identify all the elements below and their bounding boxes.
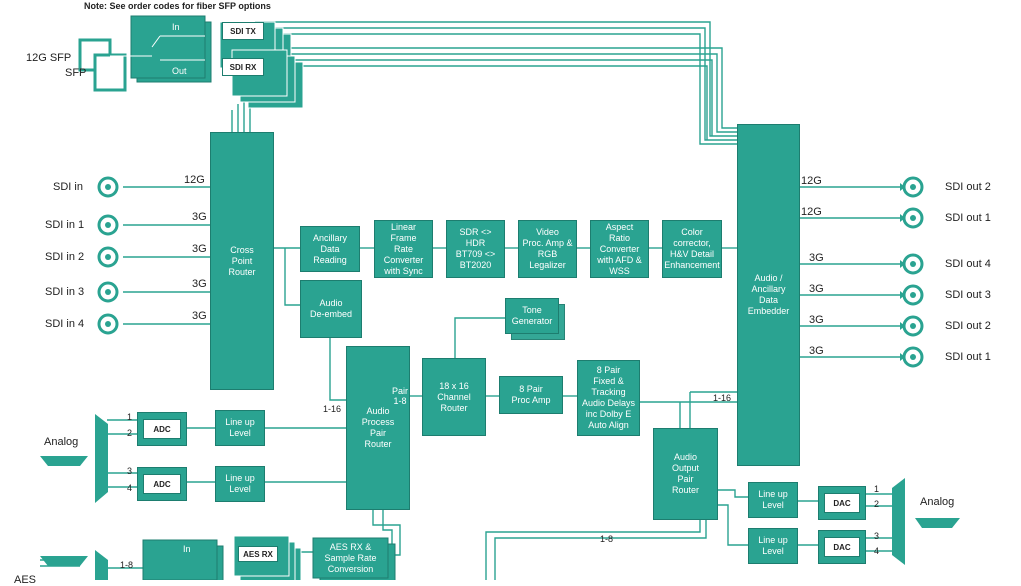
output-rate: 12G	[801, 175, 822, 187]
input-label: SDI in 4	[45, 318, 85, 330]
line-up-level-in-1: Line up Level	[215, 410, 265, 446]
range-label: 1-8	[600, 534, 614, 544]
input-rate: 12G	[184, 174, 205, 186]
output-rate: 3G	[809, 345, 824, 357]
pair-proc-amp: 8 Pair Proc Amp	[499, 376, 563, 414]
line-up-level-out-1: Line up Level	[748, 482, 798, 518]
pair-label: Pair 1-8	[392, 386, 409, 406]
range-label: 1-16	[713, 393, 732, 403]
adc-block-2: ADC	[137, 467, 187, 501]
aes-rx-receiver: AES RX	[238, 546, 278, 562]
aes-rx-src: AES RX & Sample Rate Conversion	[324, 541, 377, 574]
aes-label: AES	[14, 574, 37, 586]
aspect-ratio-converter: Aspect Ratio Converter with AFD & WSS	[590, 220, 649, 278]
hdr-converter: SDR <> HDR BT709 <> BT2020	[446, 220, 505, 278]
switch-in-label: In	[172, 22, 180, 32]
input-label: SDI in 2	[45, 251, 85, 263]
channel-label: 4	[874, 546, 880, 556]
range-label: 1-8	[120, 560, 134, 570]
audio-output-pair-router: Audio Output Pair Router	[653, 428, 718, 520]
channel-label: 3	[127, 466, 133, 476]
channel-label: 3	[874, 531, 880, 541]
sfp-label: 12G SFP	[26, 52, 72, 64]
line-up-level-out-2: Line up Level	[748, 528, 798, 564]
audio-process-pair-router: Audio Process Pair Router	[346, 346, 410, 510]
video-proc-amp: Video Proc. Amp & RGB Legalizer	[518, 220, 577, 278]
input-label: SDI in	[53, 181, 83, 193]
aes-switch-in-label: In	[183, 544, 191, 554]
tone-generator: Tone Generator	[505, 298, 559, 334]
sdi-rx-receiver: SDI RX	[222, 58, 264, 76]
channel-label: 1	[874, 484, 880, 494]
ancillary-data-reading: Ancillary Data Reading	[300, 226, 360, 272]
adc-block-1: ADC	[137, 412, 187, 446]
input-rate: 3G	[192, 310, 207, 322]
sdi-tx-driver: SDI TX	[222, 22, 264, 40]
cross-point-router: Cross Point Router	[210, 132, 274, 390]
output-label: SDI out 2	[945, 320, 991, 332]
switch-out-label: Out	[172, 66, 187, 76]
analog-in-label: Analog	[44, 436, 79, 448]
output-label: SDI out 3	[945, 289, 991, 301]
output-label: SDI out 1	[945, 351, 991, 363]
color-corrector: Color corrector, H&V Detail Enhancement	[662, 220, 722, 278]
output-label: SDI out 4	[945, 258, 991, 270]
channel-label: 1	[127, 412, 133, 422]
output-rate: 3G	[809, 314, 824, 326]
input-label: SDI in 1	[45, 219, 85, 231]
range-label: 1-16	[323, 404, 342, 414]
dac-block-1: DAC	[818, 486, 866, 520]
frame-rate-converter: Linear Frame Rate Converter with Sync	[374, 220, 433, 278]
channel-label: 2	[127, 428, 133, 438]
input-label: SDI in 3	[45, 286, 85, 298]
input-rate: 3G	[192, 211, 207, 223]
output-label: SDI out 2	[945, 181, 991, 193]
output-rate: 3G	[809, 252, 824, 264]
audio-ancillary-embedder: Audio / Ancillary Data Embedder	[737, 124, 800, 466]
analog-out-label: Analog	[920, 496, 955, 508]
input-rate: 3G	[192, 278, 207, 290]
channel-label: 4	[127, 483, 133, 493]
audio-de-embed: Audio De-embed	[300, 280, 362, 338]
output-label: SDI out 1	[945, 212, 991, 224]
line-up-level-in-2: Line up Level	[215, 466, 265, 502]
input-rate: 3G	[192, 243, 207, 255]
channel-label: 2	[874, 499, 880, 509]
output-rate: 3G	[809, 283, 824, 295]
channel-router: 18 x 16 Channel Router	[422, 358, 486, 436]
sfp-label-2: SFP	[65, 67, 87, 79]
dac-block-2: DAC	[818, 530, 866, 564]
audio-delays: 8 Pair Fixed & Tracking Audio Delays inc…	[577, 360, 640, 436]
output-rate: 12G	[801, 206, 822, 218]
fiber-note: Note: See order codes for fiber SFP opti…	[84, 1, 271, 11]
